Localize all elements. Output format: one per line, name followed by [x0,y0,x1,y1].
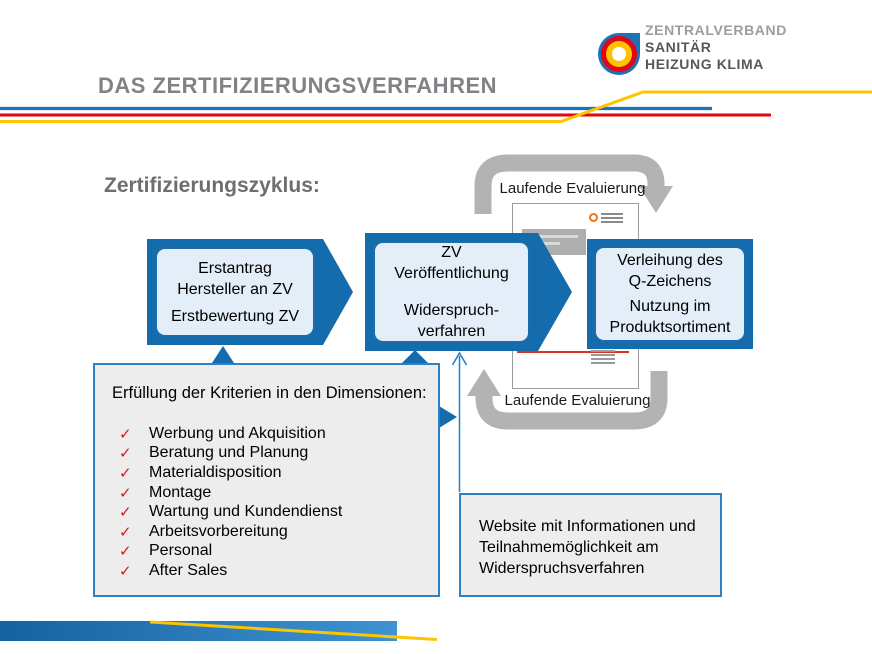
connector-up-triangle-box2 [402,350,428,363]
flow-box-veroeffentlichung-body: ZV Veröffentlichung Widerspruch- verfahr… [373,241,530,343]
checkmark-icon: ✓ [119,425,132,443]
checkmark-icon: ✓ [119,445,132,463]
checkmark-icon: ✓ [119,523,132,541]
criteria-list: ✓ Werbung und Akquisition ✓ Beratung und… [119,424,438,581]
checkmark-icon: ✓ [119,484,132,502]
document-footnote-lines [591,350,615,366]
logo-wordmark: ZENTRALVERBAND SANITÄR HEIZUNG KLIMA [645,22,858,73]
footer-yellow-line [149,620,438,641]
website-connector-arrowhead [451,351,468,366]
flow-box-line: Widerspruch- [403,302,500,319]
criteria-item-label: Materialdisposition [149,463,282,481]
criteria-item: ✓ Personal [119,542,438,562]
criteria-item-label: Personal [149,542,213,560]
page-title: DAS ZERTIFIZIERUNGSVERFAHREN [98,73,498,98]
criteria-item: ✓ Arbeitsvorbereitung [119,522,438,542]
flow-box-erstantrag: Erstantrag Hersteller an ZV Erstbewertun… [147,239,323,345]
criteria-item-label: Beratung und Planung [149,444,309,462]
flow-box-line: verfahren [417,323,486,340]
flow-box-verleihung: Verleihung des Q-Zeichens Nutzung im Pro… [587,239,753,349]
criteria-item-label: After Sales [149,561,228,579]
flow-box-line: Q-Zeichens [628,273,712,290]
website-note-text: Website mit Informationen und Teilnahmem… [479,516,720,579]
bottom-arrow-label: Laufende Evaluierung [504,392,651,409]
criteria-item-label: Arbeitsvorbereitung [149,522,288,540]
top-arrow-label: Laufende Evaluierung [499,180,646,197]
connector-right-triangle-criteria [439,406,457,428]
criteria-item-label: Montage [149,483,212,501]
checkmark-icon: ✓ [119,562,132,580]
logo-line-1: ZENTRALVERBAND [645,22,787,38]
checkmark-icon: ✓ [119,464,132,482]
flow-box-line: Produktsortiment [609,319,731,336]
flow-box-veroeffentlichung: ZV Veröffentlichung Widerspruch- verfahr… [365,233,538,351]
footer-blue-bar [0,621,397,641]
flow-box-line: Veröffentlichung [394,265,509,282]
zvshk-logo-icon [598,33,640,75]
criteria-item: ✓ Wartung und Kundendienst [119,502,438,522]
criteria-box: Erfüllung der Kriterien in den Dimension… [93,363,440,597]
flow-box-veroeffentlichung-arrow-tip [538,233,572,351]
section-heading: Zertifizierungszyklus: [104,174,320,197]
flow-box-text: Erstbewertung ZV [171,306,299,327]
document-mini-logo-icon [589,213,598,222]
flow-box-line: Hersteller an ZV [177,280,293,298]
flow-box-erstantrag-arrow-tip [323,239,353,345]
logo-white-center [612,47,626,61]
document-mini-logo-text [601,213,623,225]
flow-box-erstantrag-body: Erstantrag Hersteller an ZV Erstbewertun… [155,247,315,337]
criteria-item: ✓ Montage [119,483,438,503]
flow-box-text: ZV Veröffentlichung [394,242,508,284]
checkmark-icon: ✓ [119,543,132,561]
flow-box-verleihung-body: Verleihung des Q-Zeichens Nutzung im Pro… [594,246,746,342]
flow-box-line: ZV [441,244,462,261]
criteria-item: ✓ Beratung und Planung [119,444,438,464]
criteria-item: ✓ After Sales [119,561,438,581]
flow-box-text: Widerspruch- verfahren [404,300,499,342]
logo-line-2: SANITÄR [645,39,712,55]
website-note-line: Teilnahmemöglichkeit am [479,539,659,556]
criteria-item: ✓ Werbung und Akquisition [119,424,438,444]
flow-box-line: Erstantrag [198,259,272,277]
criteria-item: ✓ Materialdisposition [119,463,438,483]
website-note-box: Website mit Informationen und Teilnahmem… [459,493,722,597]
criteria-item-label: Werbung und Akquisition [149,424,326,442]
flow-box-line: Nutzung im [629,298,711,315]
connector-up-triangle-box1 [212,346,234,363]
criteria-title: Erfüllung der Kriterien in den Dimension… [112,384,427,402]
checkmark-icon: ✓ [119,504,132,522]
flow-box-text: Erstantrag Hersteller an ZV [177,258,293,300]
document-red-rule [517,351,629,353]
flow-box-text: Nutzung im Produktsortiment [610,296,731,338]
flow-box-text: Verleihung des Q-Zeichens [617,250,723,292]
criteria-item-label: Wartung und Kundendienst [149,503,343,521]
flow-box-line: Verleihung des [617,252,723,269]
website-note-line: Website mit Informationen und [479,518,696,535]
logo-line-3: HEIZUNG KLIMA [645,56,765,72]
flow-box-line: Erstbewertung ZV [170,307,300,325]
website-note-line: Widerspruchsverfahren [479,560,645,577]
